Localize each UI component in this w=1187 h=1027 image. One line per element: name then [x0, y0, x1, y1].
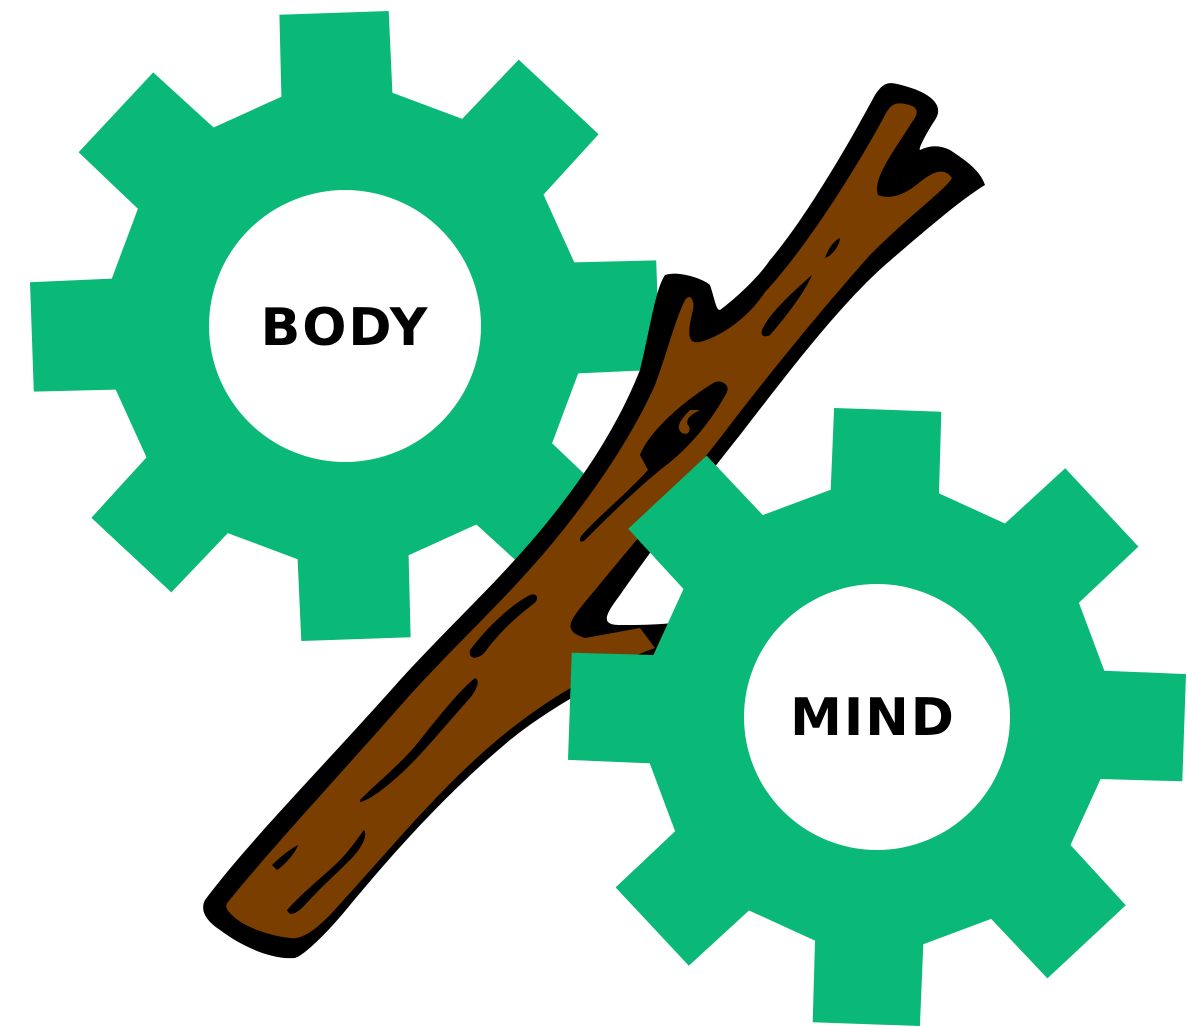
mind-gear-label: MIND: [790, 688, 956, 748]
body-gear-label: BODY: [261, 298, 430, 358]
mind-gear: MIND: [568, 408, 1186, 1026]
